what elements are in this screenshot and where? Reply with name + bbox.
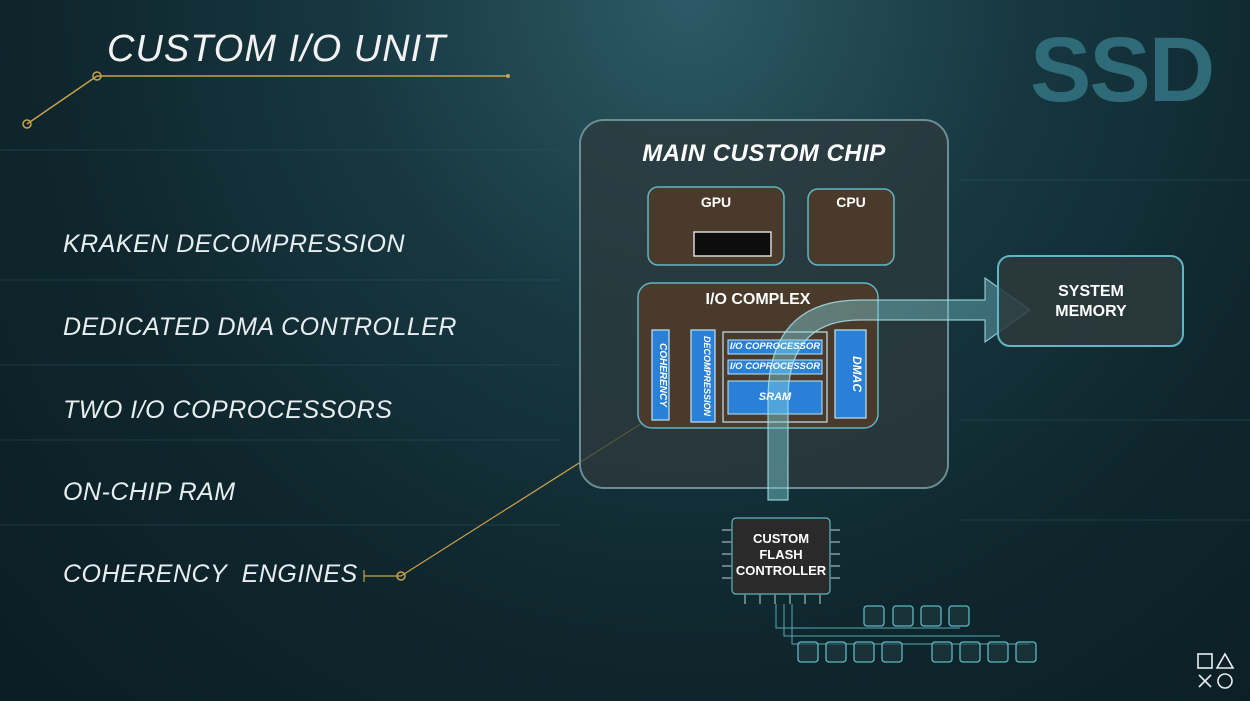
dmac-label: DMAC	[850, 356, 864, 392]
system-memory-line1: SYSTEM	[1058, 283, 1124, 300]
io-complex-label: I/O COMPLEX	[705, 291, 811, 308]
background-circuit-lines	[0, 149, 1250, 526]
coprocessor-1-label: I/O COPROCESSOR	[729, 341, 821, 352]
flash-controller-label: CUSTOM FLASH CONTROLLER	[733, 531, 829, 579]
feature-dma: DEDICATED DMA CONTROLLER	[63, 313, 457, 341]
main-chip-label: MAIN CUSTOM CHIP	[642, 140, 886, 167]
dmac-block	[834, 329, 867, 419]
gpu-inner-slot	[693, 231, 772, 257]
decompression-block	[690, 329, 716, 423]
system-memory-box	[997, 255, 1184, 347]
decompression-label: DECOMPRESSION	[702, 335, 712, 416]
ssd-logo: SSD	[1030, 19, 1215, 121]
system-memory-line2: MEMORY	[1055, 303, 1127, 320]
sram-label: SRAM	[758, 391, 792, 403]
feature-coprocessors: TWO I/O COPROCESSORS	[63, 396, 393, 424]
coprocessor-2-label: I/O COPROCESSOR	[729, 361, 821, 372]
coherency-block	[651, 329, 670, 421]
coherency-label: COHERENCY	[657, 343, 668, 407]
cpu-label: CPU	[836, 194, 866, 210]
nand-chips	[797, 605, 1037, 663]
title-connector	[26, 75, 508, 125]
feature-kraken: KRAKEN DECOMPRESSION	[63, 230, 406, 258]
flash-line3: CONTROLLER	[735, 563, 827, 578]
slide-title: CUSTOM I/O UNIT	[107, 28, 447, 70]
feature-on-chip-ram: ON-CHIP RAM	[63, 478, 236, 506]
feature-coherency: COHERENCY ENGINES	[63, 560, 358, 588]
system-memory-label: SYSTEM MEMORY	[1000, 282, 1182, 322]
flash-controller-chip	[722, 517, 840, 604]
flash-line1: CUSTOM	[752, 531, 810, 546]
cpu-box	[807, 188, 895, 266]
gpu-label: GPU	[700, 194, 732, 210]
playstation-shapes-icon	[1197, 652, 1235, 689]
flash-line2: FLASH	[759, 547, 803, 562]
